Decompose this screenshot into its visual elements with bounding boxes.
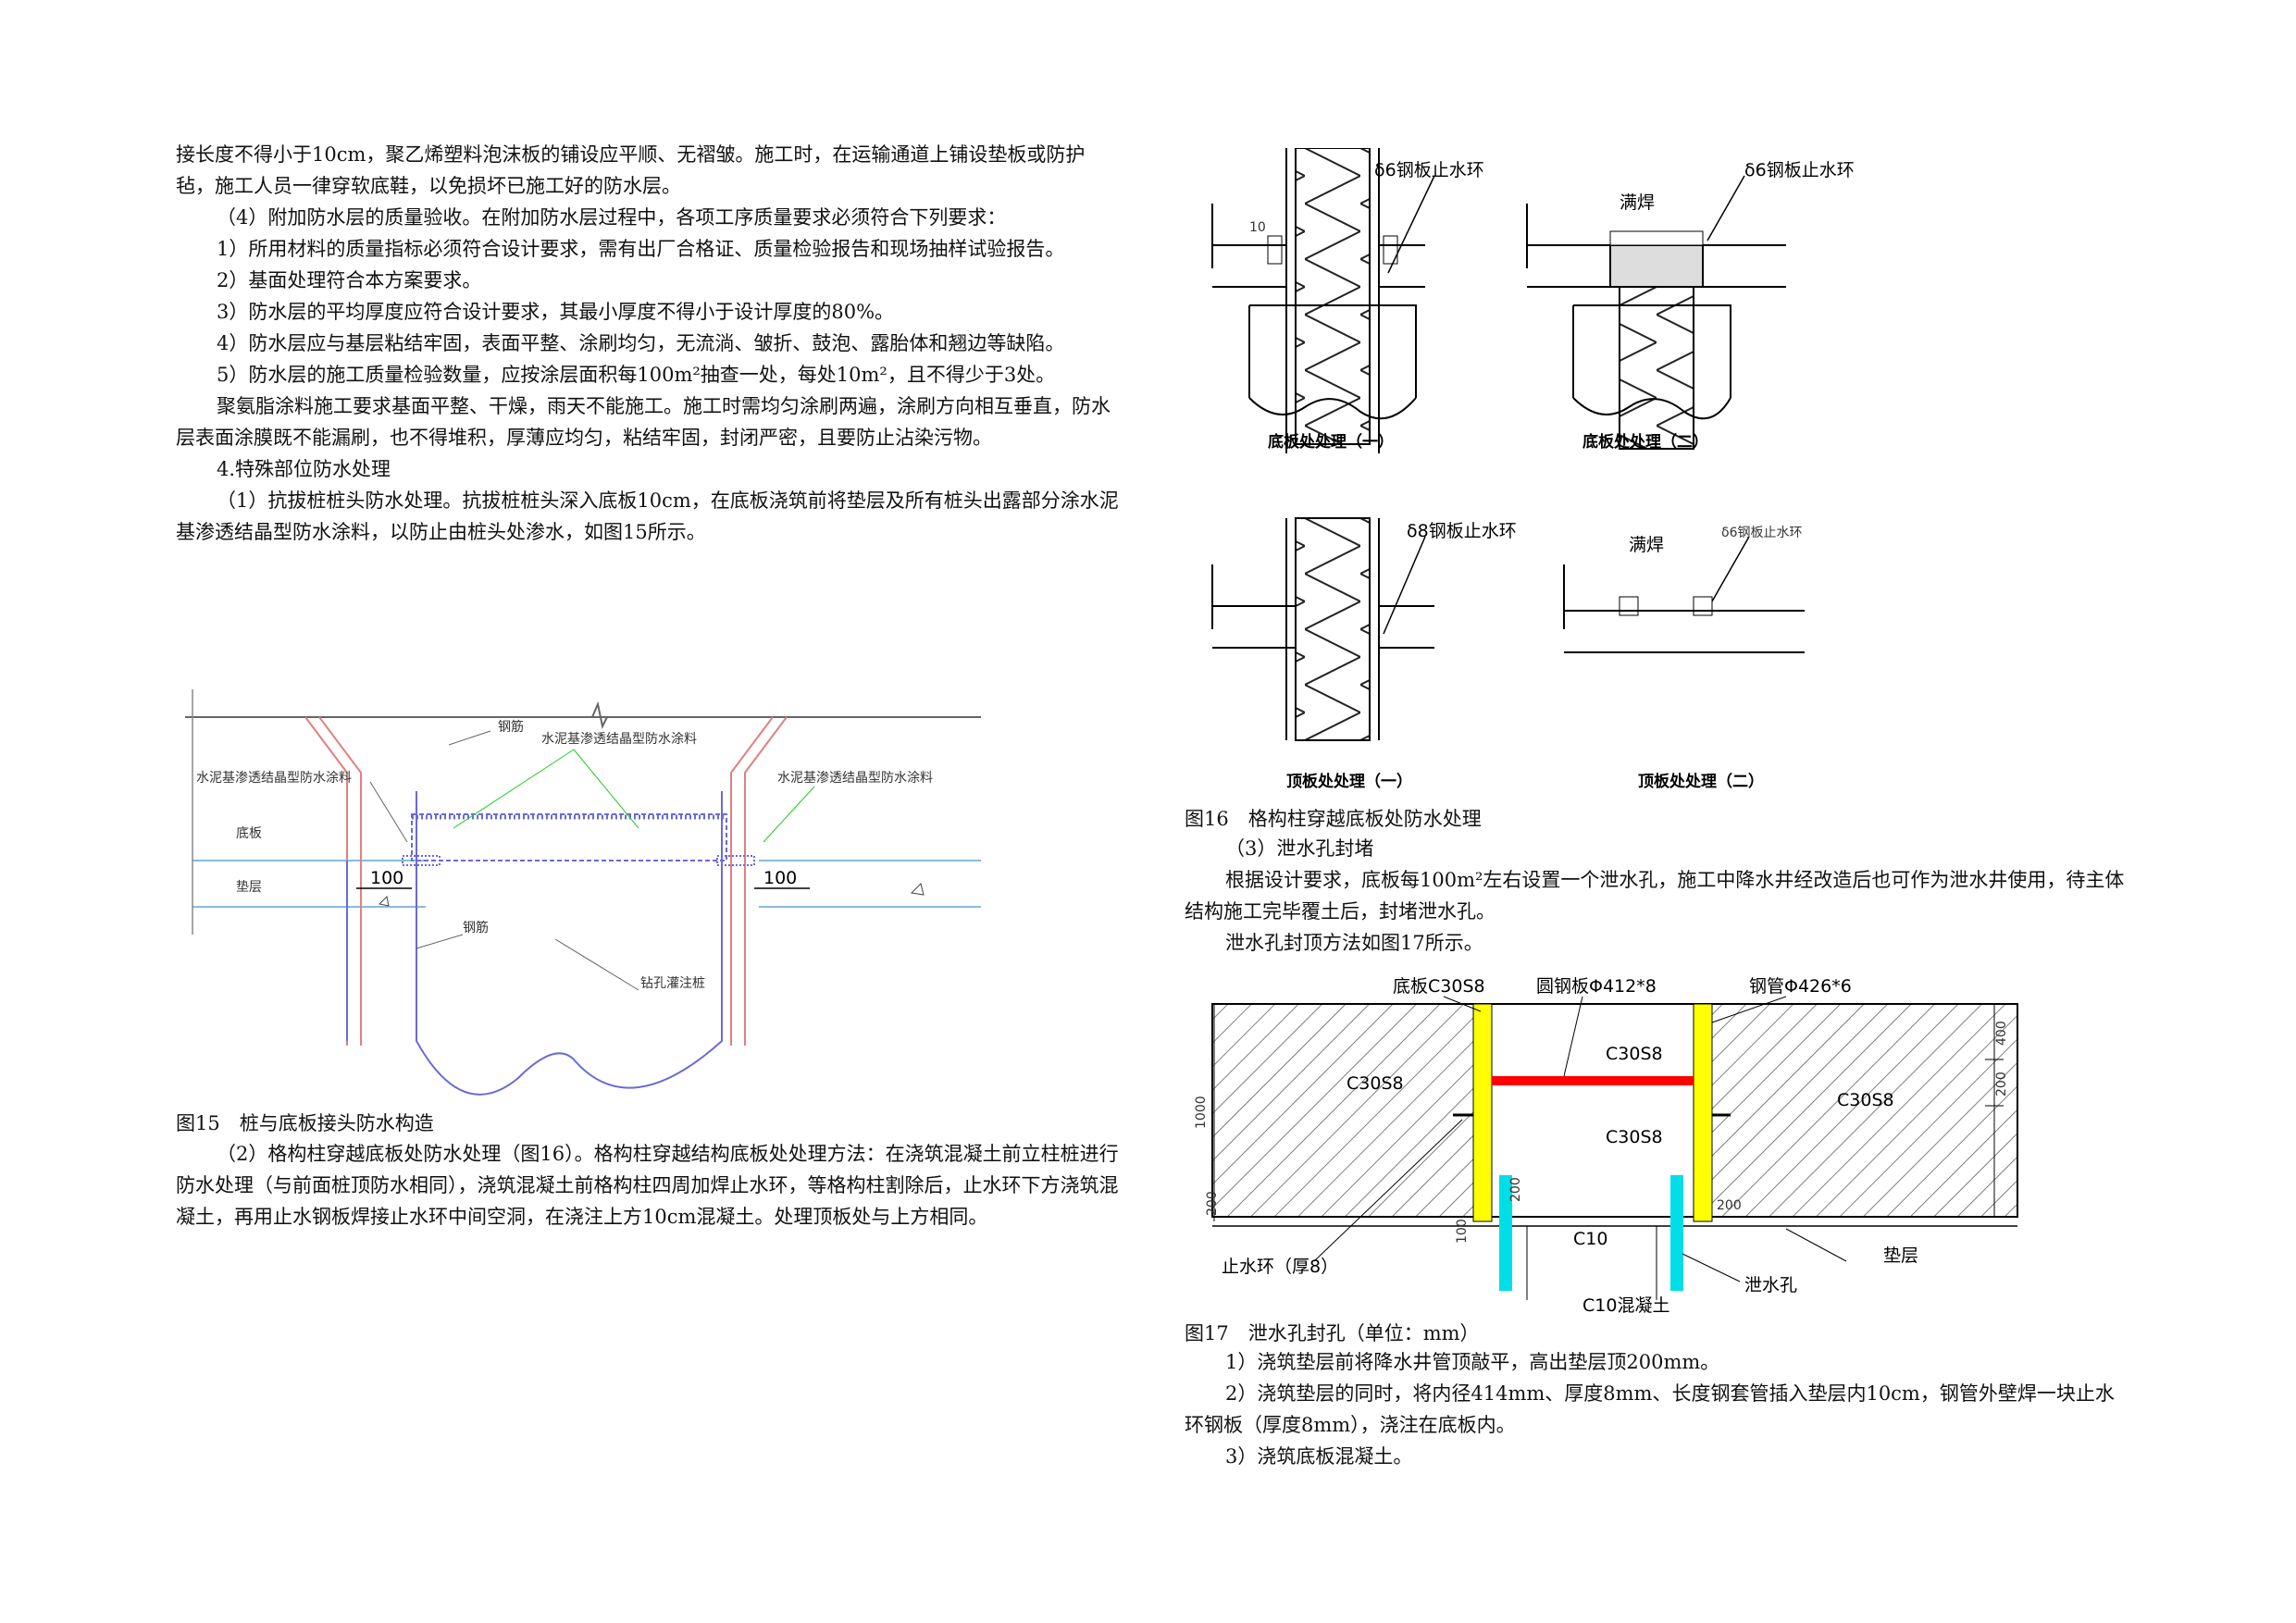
paragraph: 4）防水层应与基层粘结牢固，表面平整、涂刷均匀，无流淌、皱折、鼓泡、露胎体和翘边… [217,332,1065,354]
fig17-label-drain: 泄水孔 [1744,1275,1797,1295]
paragraph: 1）浇筑垫层前将降水井管顶敲平，高出垫层顶200mm。 [1225,1351,1720,1373]
fig16-detail-a: δ6钢板止水环 10 底板处处理（一） [1211,148,1484,453]
paragraph: （1）抗拔桩桩头防水处理。抗拔桩桩头深入底板10cm，在底板浇筑前将垫层及所有桩… [176,489,1119,543]
fig17-label-c30-left: C30S8 [1347,1073,1404,1094]
figure-15-caption: 图15 桩与底板接头防水构造 [176,1112,434,1134]
fig16-a-caption: 底板处处理（一） [1268,432,1394,452]
paragraph: 根据设计要求，底板每100m²左右设置一个泄水孔，施工中降水井经改造后也可作为泄… [1185,869,2125,923]
fig17-label-c10: C10 [1573,1229,1607,1249]
fig16-d-weld: 满焊 [1629,535,1664,555]
fig16-detail-c: δ8钢板止水环 顶板处处理（一） [1211,517,1517,791]
fig17-dim-400: 400 [1994,1021,2009,1046]
paragraph: 聚氨脂涂料施工要求基面平整、干燥，雨天不能施工。施工时需均匀涂刷两遍，涂刷方向相… [176,395,1111,449]
figure-17-caption: 图17 泄水孔封孔（单位：mm） [1185,1322,1480,1344]
fig16-c-label: δ8钢板止水环 [1407,521,1517,541]
figure-17-drain-hole-seal: 底板C30S8 圆钢板Φ412*8 钢管Φ426*6 C30S8 C30S8 C… [1194,976,2018,1316]
paragraph: （4）附加防水层的质量验收。在附加防水层过程中，各项工序质量要求必须符合下列要求… [217,206,1007,229]
fig15-label-pile: 钻孔灌注桩 [640,975,705,991]
fig15-label-slab: 底板 [236,826,262,841]
paragraph: 3）防水层的平均厚度应符合设计要求，其最小厚度不得小于设计厚度的80%。 [217,301,895,323]
figure-16-column-waterproofing: δ6钢板止水环 10 底板处处理（一） δ6钢板止水环 满焊 底板处处理（二） … [1211,148,1855,791]
fig17-dim-1000: 1000 [1194,1096,1209,1129]
fig17-label-c30-top: C30S8 [1606,1044,1663,1064]
paragraph: 2）浇筑垫层的同时，将内径414mm、厚度8mm、长度钢套管插入垫层内10cm，… [1185,1382,2115,1436]
fig17-label-c10-concrete: C10混凝土 [1582,1295,1669,1316]
paragraph: 2）基面处理符合本方案要求。 [217,269,482,291]
fig16-b-caption: 底板处处理（二） [1582,432,1708,452]
fig15-dim-left: 100 [370,868,403,888]
fig17-dim-200a: 200 [1994,1072,2009,1096]
fig16-a-dim: 10 [1249,220,1266,235]
figure-15-pile-slab-joint: 钢筋 水泥基渗透结晶型防水涂料 水泥基渗透结晶型防水涂料 水泥基渗透结晶型防水涂… [185,689,981,1096]
section-heading: （3）泄水孔封堵 [1225,837,1374,860]
fig16-d-caption: 顶板处处理（二） [1638,772,1764,791]
fig16-a-label: δ6钢板止水环 [1374,160,1484,180]
fig16-c-caption: 顶板处处理（一） [1286,772,1412,791]
fig17-label-c30-mid: C30S8 [1606,1127,1663,1147]
paragraph: 泄水孔封顶方法如图17所示。 [1225,932,1483,954]
fig15-label-coating-center: 水泥基渗透结晶型防水涂料 [541,731,697,747]
paragraph: 1）所用材料的质量指标必须符合设计要求，需有出厂合格证、质量检验报告和现场抽样试… [217,238,1065,260]
fig15-label-coating-right: 水泥基渗透结晶型防水涂料 [777,770,933,786]
figure-16-caption: 图16 格构柱穿越底板处防水处理 [1185,808,1482,830]
fig15-label-rebar-mid: 钢筋 [463,920,489,935]
fig17-label-cushion: 垫层 [1883,1245,1918,1266]
paragraph: 3）浇筑底板混凝土。 [1225,1445,1413,1468]
fig15-label-cushion: 垫层 [236,880,262,895]
fig16-b-label: δ6钢板止水环 [1744,160,1855,180]
fig17-dim-200d: 200 [1717,1198,1742,1213]
section-heading: 4.特殊部位防水处理 [217,458,391,480]
fig16-b-weld: 满焊 [1620,192,1655,213]
paragraph: 5）防水层的施工质量检验数量，应按涂层面积每100m²抽查一处，每处10m²，且… [217,364,1056,386]
fig15-label-rebar-top: 钢筋 [498,719,524,735]
fig16-detail-b: δ6钢板止水环 满焊 底板处处理（二） [1526,160,1855,452]
fig17-label-c30-right: C30S8 [1837,1090,1894,1110]
left-column-text: 接长度不得小于10cm，聚乙烯塑料泡沫板的铺设应平顺、无褶皱。施工时，在运输通道… [176,139,1120,548]
right-column-text-2: 1）浇筑垫层前将降水井管顶敲平，高出垫层顶200mm。 2）浇筑垫层的同时，将内… [1185,1346,2128,1472]
fig15-dim-right: 100 [763,868,797,888]
fig17-label-slab: 底板C30S8 [1393,976,1485,997]
fig17-dim-100: 100 [1455,1219,1470,1244]
fig17-label-plate: 圆钢板Φ412*8 [1536,976,1657,997]
fig15-label-coating-left: 水泥基渗透结晶型防水涂料 [196,770,352,786]
fig17-label-pipe: 钢管Φ426*6 [1749,976,1852,997]
fig17-label-ring: 止水环（厚8） [1222,1257,1338,1277]
fig16-detail-d: 满焊 δ6钢板止水环 顶板处处理（二） [1563,526,1805,791]
fig17-dim-200b: 200 [1205,1191,1220,1216]
left-column-text-2: （2）格构柱穿越底板处防水处理（图16）。格构柱穿越结构底板处处理方法：在浇筑混… [176,1138,1120,1233]
fig16-d-label: δ6钢板止水环 [1721,526,1802,540]
fig17-dim-200c: 200 [1508,1177,1523,1202]
right-column-text: （3）泄水孔封堵 根据设计要求，底板每100m²左右设置一个泄水孔，施工中降水井… [1185,833,2128,959]
paragraph: 接长度不得小于10cm，聚乙烯塑料泡沫板的铺设应平顺、无褶皱。施工时，在运输通道… [176,143,1086,197]
paragraph: （2）格构柱穿越底板处防水处理（图16）。格构柱穿越结构底板处处理方法：在浇筑混… [176,1143,1119,1228]
